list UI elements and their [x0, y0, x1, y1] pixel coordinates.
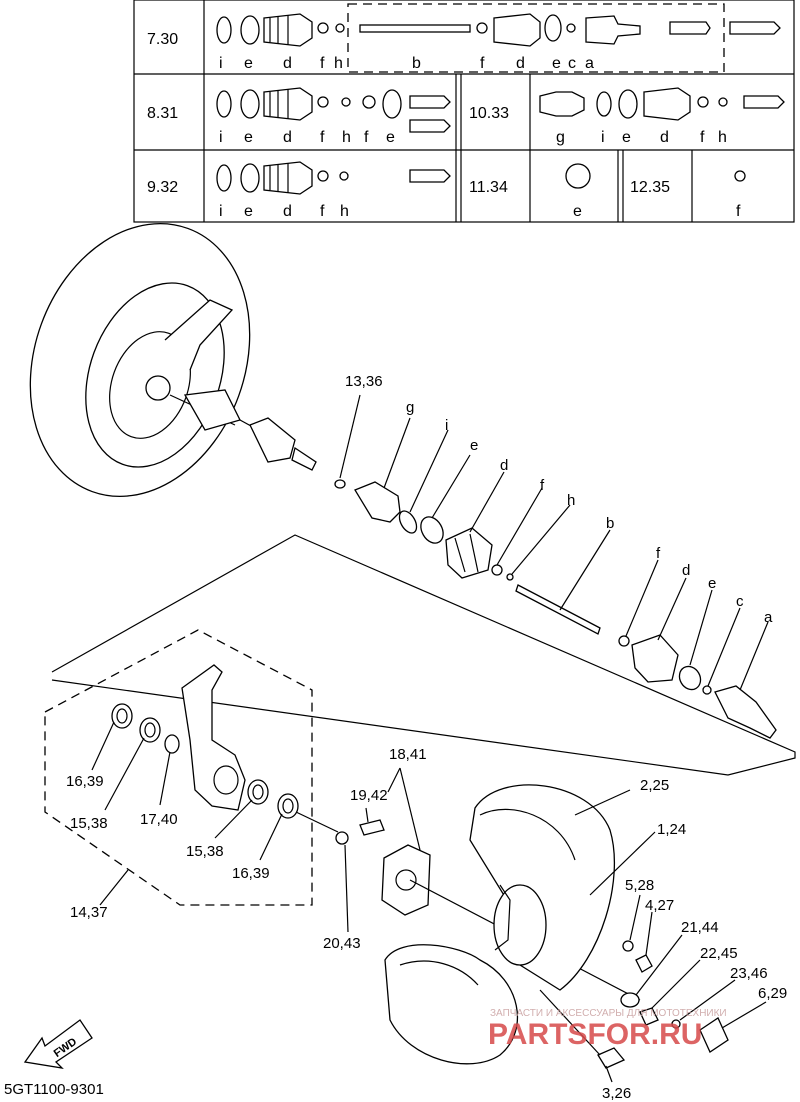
svg-text:i: i — [219, 55, 223, 72]
kit-ref-10-33: 10.33 — [469, 105, 509, 122]
svg-text:d: d — [283, 55, 292, 72]
callout-h: h — [567, 492, 575, 509]
svg-text:e: e — [622, 129, 631, 146]
svg-text:f: f — [700, 129, 705, 146]
callout-22-45: 22,45 — [700, 945, 738, 962]
callout-d-1: d — [500, 457, 508, 474]
knuckle-kit-boundary — [44, 629, 313, 906]
svg-text:b: b — [412, 55, 421, 72]
svg-text:g: g — [556, 129, 565, 146]
knuckle-callouts: 16,39 15,38 17,40 15,38 16,39 14,37 20,4… — [66, 773, 361, 952]
drive-shaft-upper — [249, 417, 317, 471]
svg-text:a: a — [585, 55, 594, 72]
knuckle-leaders — [91, 721, 349, 933]
callout-2-25: 2,25 — [640, 777, 669, 794]
callout-e-2: e — [708, 575, 716, 592]
cv-leader-lines — [339, 394, 769, 691]
forward-direction-arrow: FWD — [23, 1019, 93, 1069]
wheel-leaders — [574, 789, 767, 1083]
svg-text:f: f — [364, 129, 369, 146]
kit-row-1-letters: i e d f h b f d e c a — [219, 55, 594, 72]
svg-text:d: d — [660, 129, 669, 146]
callout-a: a — [764, 609, 773, 626]
callout-17-40: 17,40 — [140, 811, 178, 828]
callout-13-36: 13,36 — [345, 373, 383, 390]
kit-row-3-icons — [216, 161, 746, 195]
svg-text:e: e — [244, 129, 253, 146]
catalog-number: 5GT1100-9301 — [4, 1081, 104, 1098]
callout-15-38-b: 15,38 — [186, 843, 224, 860]
kit-ref-12-35: 12.35 — [630, 179, 670, 196]
wheel-callouts: 2,25 1,24 5,28 4,27 21,44 22,45 23,46 6,… — [602, 777, 787, 1102]
svg-text:i: i — [219, 203, 223, 220]
kit-ref-8-31: 8.31 — [147, 105, 178, 122]
svg-text:i: i — [601, 129, 605, 146]
kit-reference-table: 7.30 8.31 9.32 10.33 11.34 12.35 i e d — [133, 0, 795, 223]
svg-text:e: e — [244, 55, 253, 72]
callout-16-39-a: 16,39 — [66, 773, 104, 790]
callout-6-29: 6,29 — [758, 985, 787, 1002]
partsfor-watermark: ЗАПЧАСТИ И АКСЕССУАРЫ ДЛЯ МОТОТЕХНИКИ PA… — [488, 1008, 727, 1051]
callout-16-39-b: 16,39 — [232, 865, 270, 882]
cv-joint-exploded — [334, 479, 777, 739]
kit-row-1-icons — [216, 13, 781, 47]
kit-row-2-icons — [216, 87, 785, 133]
kit-ref-11-34: 11.34 — [469, 179, 508, 196]
callout-c: c — [736, 593, 744, 610]
kit-row-3-letters: i e d f h e f — [219, 203, 741, 220]
svg-text:h: h — [718, 129, 727, 146]
knuckle-parts — [111, 664, 349, 845]
svg-text:e: e — [244, 203, 253, 220]
callout-23-46: 23,46 — [730, 965, 768, 982]
svg-text:h: h — [342, 129, 351, 146]
callout-19-42: 19,42 — [350, 787, 388, 804]
callout-4-27: 4,27 — [645, 897, 674, 914]
svg-text:f: f — [320, 203, 325, 220]
svg-text:f: f — [320, 129, 325, 146]
assembly-outline — [51, 534, 796, 776]
svg-text:h: h — [340, 203, 349, 220]
hub-callouts: 18,41 19,42 — [350, 746, 427, 804]
svg-text:d: d — [283, 203, 292, 220]
svg-text:f: f — [736, 203, 741, 220]
tire-and-rim — [384, 784, 616, 1065]
callout-18-41: 18,41 — [389, 746, 427, 763]
svg-text:e: e — [386, 129, 395, 146]
cv-callouts: 13,36 g i e d f h b f d e c a — [345, 373, 773, 626]
callout-20-43: 20,43 — [323, 935, 361, 952]
callout-f-2: f — [656, 545, 661, 562]
wheel-hardware — [539, 940, 729, 1069]
svg-text:e: e — [573, 203, 582, 220]
svg-text:i: i — [219, 129, 223, 146]
hub-leaders — [365, 767, 421, 851]
callout-b: b — [606, 515, 614, 532]
callout-5-28: 5,28 — [625, 877, 654, 894]
callout-3-26: 3,26 — [602, 1085, 631, 1102]
svg-text:d: d — [283, 129, 292, 146]
callout-f-1: f — [540, 477, 545, 494]
callout-15-38-a: 15,38 — [70, 815, 108, 832]
callout-g: g — [406, 399, 414, 416]
kit-ref-7-30: 7.30 — [147, 31, 178, 48]
callout-i: i — [445, 417, 448, 434]
callout-1-24: 1,24 — [657, 821, 686, 838]
svg-text:c: c — [568, 55, 576, 72]
watermark-brand: PARTSFOR.RU — [488, 1018, 702, 1051]
callout-14-37: 14,37 — [70, 904, 108, 921]
kit-row-2-letters: i e d f h f e g i e d f h — [219, 129, 727, 146]
callout-21-44: 21,44 — [681, 919, 719, 936]
svg-text:e: e — [552, 55, 561, 72]
svg-text:f: f — [320, 55, 325, 72]
kit-ref-9-32: 9.32 — [147, 179, 178, 196]
callout-e-1: e — [470, 437, 478, 454]
callout-d-2: d — [682, 562, 690, 579]
svg-text:h: h — [334, 55, 343, 72]
svg-text:d: d — [516, 55, 525, 72]
svg-text:f: f — [480, 55, 485, 72]
vehicle-wheel-assembly — [29, 222, 263, 498]
watermark-tagline: ЗАПЧАСТИ И АКСЕССУАРЫ ДЛЯ МОТОТЕХНИКИ — [490, 1008, 727, 1019]
